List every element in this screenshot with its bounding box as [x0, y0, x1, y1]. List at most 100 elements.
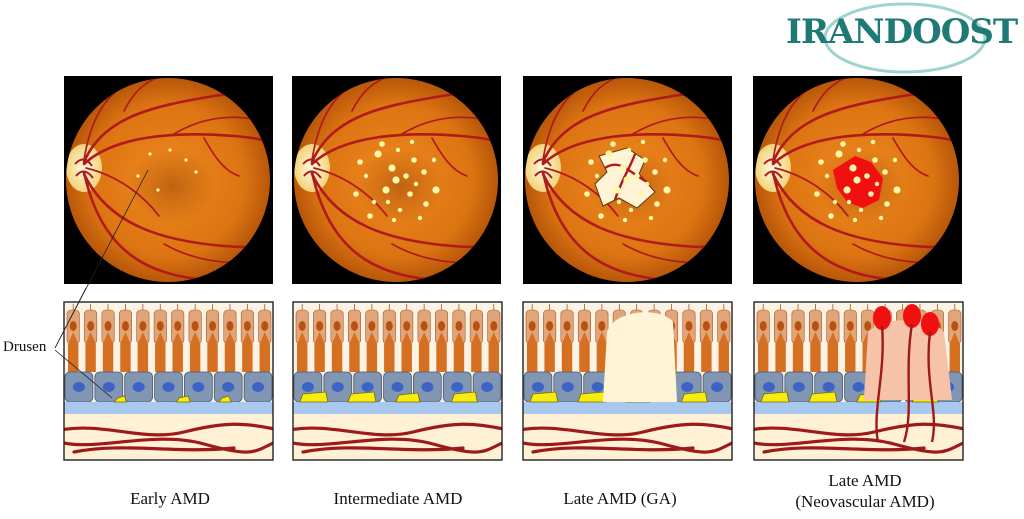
drusen-spot — [413, 181, 419, 187]
drusen-spot — [882, 169, 888, 175]
retinal-vessel — [123, 78, 157, 112]
drusen-deposit — [450, 391, 478, 403]
drusen-spot — [654, 201, 660, 207]
photoreceptor-nucleus — [563, 321, 571, 331]
drusen-spot — [584, 191, 590, 197]
drusen-label: Drusen — [3, 339, 47, 355]
rpe-nucleus — [361, 382, 374, 392]
drusen-spot — [353, 191, 359, 197]
retina-section-panel-3 — [522, 301, 733, 461]
rpe-nucleus — [762, 382, 775, 392]
bruch-membrane — [64, 402, 273, 414]
photoreceptor-nucleus — [528, 321, 536, 331]
photoreceptor-nucleus — [546, 321, 554, 331]
photoreceptor-segment — [701, 344, 712, 372]
photoreceptor-segment — [527, 344, 538, 372]
retinal-vessel — [85, 167, 160, 217]
drusen-spot — [853, 176, 861, 184]
drusen-spot — [136, 174, 140, 178]
photoreceptor-segment — [792, 344, 804, 372]
retinal-vessel — [310, 172, 498, 249]
rpe-nucleus — [301, 382, 314, 392]
retinal-vessel — [582, 78, 616, 112]
photoreceptor-nucleus — [472, 321, 480, 331]
irandoost-logo-text: IRANDOOST — [786, 12, 1018, 52]
drusen-spot — [874, 181, 880, 187]
drusen-spot — [868, 191, 874, 197]
drusen-spot — [640, 139, 646, 145]
drusen-spot — [602, 199, 608, 205]
photoreceptor-nucleus — [139, 321, 147, 331]
cone-tip — [683, 332, 695, 344]
section-border — [522, 301, 733, 461]
photoreceptor-nucleus — [864, 321, 872, 331]
photoreceptor-segment — [827, 344, 839, 372]
retinal-vessel — [82, 132, 270, 166]
retinal-vessel — [351, 78, 385, 112]
drusen-deposit — [529, 391, 559, 403]
drusen-spot — [642, 157, 648, 163]
drusen-spot — [840, 141, 846, 147]
cone-tip — [189, 332, 201, 344]
new-blood-vessel — [875, 325, 884, 443]
drusen-spot — [391, 217, 397, 223]
drusen-spot — [610, 141, 616, 147]
choroid-vessel — [754, 437, 963, 454]
drusen-spot — [832, 199, 838, 205]
drusen-spot — [892, 157, 898, 163]
retinal-vessel — [544, 167, 619, 217]
cone-tip — [596, 332, 608, 344]
drusen-deposit — [808, 391, 838, 403]
drusen-spot — [626, 147, 632, 153]
drusen-deposit — [395, 392, 421, 403]
drusen-deposit — [175, 395, 191, 403]
photoreceptor-nucleus — [261, 321, 269, 331]
photoreceptor-segment — [775, 344, 786, 372]
drusen-spot — [367, 213, 373, 219]
drusen-spot — [828, 213, 834, 219]
drusen-leader-line — [54, 349, 113, 399]
macula — [356, 148, 444, 224]
retinal-vessel — [82, 91, 270, 164]
drusen-spot — [870, 139, 876, 145]
drusen-spot — [652, 169, 658, 175]
drusen-spot — [818, 159, 824, 165]
photoreceptor-segment — [85, 344, 96, 372]
drusen-spot — [388, 164, 396, 172]
cone-tip — [314, 332, 325, 344]
photoreceptor-segment — [596, 344, 608, 372]
drusen-spot — [194, 170, 198, 174]
stage-caption-early: Early AMD — [130, 489, 210, 508]
drusen-deposit — [113, 395, 127, 403]
retinal-vessel — [310, 132, 498, 166]
drusen-deposit — [218, 395, 232, 403]
photoreceptor-segment — [331, 344, 343, 372]
drusen-spot — [634, 173, 640, 179]
photoreceptor-nucleus — [846, 321, 854, 331]
drusen-leader-line — [54, 287, 87, 349]
photoreceptor-segment — [845, 344, 856, 372]
photoreceptor-segment — [683, 344, 695, 372]
photoreceptor-segment — [242, 344, 253, 372]
drusen-spot — [168, 148, 172, 152]
bruch-membrane — [293, 402, 502, 414]
rpe-nucleus — [102, 382, 115, 392]
photoreceptor-segment — [137, 344, 149, 372]
cone-tip — [384, 332, 395, 344]
retinal-vessel — [541, 132, 729, 166]
retinal-vessel — [662, 137, 699, 177]
photoreceptor-nucleus — [156, 321, 164, 331]
photoreceptor-nucleus — [598, 321, 606, 331]
optic-disc — [525, 144, 561, 192]
photoreceptor-nucleus — [580, 321, 588, 331]
photoreceptor-nucleus — [191, 321, 199, 331]
photoreceptor-nucleus — [403, 321, 411, 331]
photoreceptor-nucleus — [702, 321, 710, 331]
drusen-spot — [411, 157, 417, 163]
drusen-spot — [856, 147, 862, 153]
photoreceptor-segment — [120, 344, 131, 372]
choroid-vessel — [64, 437, 273, 454]
drusen-spot — [385, 199, 391, 205]
disc-vessel — [533, 158, 553, 179]
drusen-spot — [858, 207, 864, 213]
